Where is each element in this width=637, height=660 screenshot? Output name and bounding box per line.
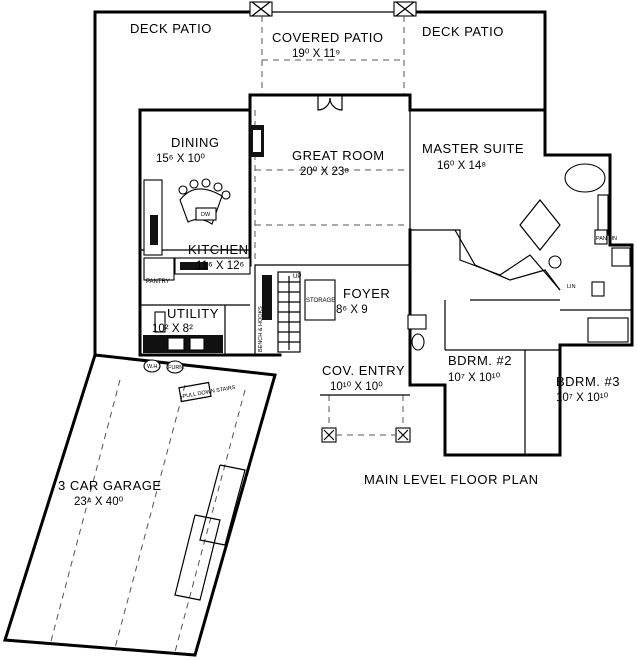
room-dim-foyer: 8⁶ X 9: [336, 304, 368, 316]
room-dim-utility: 10² X 8²: [152, 323, 193, 335]
kitchen-island: [178, 178, 231, 225]
patio-doors: [317, 95, 343, 111]
room-name-deck-patio-left: DECK PATIO: [130, 21, 212, 36]
hall-bath: [407, 314, 629, 351]
label-storage: STORAGE: [306, 298, 335, 304]
room-name-cov-entry: COV. ENTRY: [322, 363, 405, 378]
room-name-garage: 3 CAR GARAGE: [58, 478, 162, 493]
label-pan-lin: PAN LIN: [596, 236, 617, 242]
openings: [254, 110, 410, 265]
label-pantry: PANTRY: [146, 279, 170, 285]
fireplace: [250, 125, 264, 157]
room-name-foyer: FOYER: [343, 286, 390, 301]
room-dim-bdrm3: 10⁷ X 10¹⁰: [556, 392, 609, 404]
label-up: UP: [293, 274, 301, 280]
label-bench: BENCH & HOOKS: [258, 306, 264, 352]
room-name-utility: UTILITY: [167, 306, 219, 321]
house-walls: [138, 93, 634, 457]
plan-title: MAIN LEVEL FLOOR PLAN: [364, 472, 539, 487]
garage-walls: [3, 353, 277, 657]
room-name-dining: DINING: [171, 135, 220, 150]
utility-fixtures: [143, 311, 223, 353]
room-name-bdrm3: BDRM. #3: [556, 374, 620, 389]
room-dim-covered-patio: 19⁰ X 11⁹: [292, 48, 340, 60]
label-dw: DW: [201, 212, 211, 218]
room-dim-cov-entry: 10¹⁰ X 10⁰: [330, 381, 383, 393]
room-name-covered-patio: COVERED PATIO: [272, 30, 383, 45]
room-dim-kitchen: 11⁶ X 12⁶: [196, 260, 245, 272]
master-bath: [519, 163, 631, 297]
room-dim-dining: 15⁶ X 10⁰: [156, 153, 205, 165]
deck-outline: [93, 10, 547, 357]
label-wh: W.H.: [147, 364, 159, 370]
label-lin: LIN: [567, 284, 576, 290]
covered-patio-structure: [249, 1, 417, 95]
room-name-bdrm2: BDRM. #2: [448, 353, 512, 368]
label-furn: FURN.: [168, 365, 185, 371]
room-dim-bdrm2: 10⁷ X 10¹⁰: [448, 372, 501, 384]
room-dim-master-suite: 16⁰ X 14⁸: [437, 160, 486, 172]
kitchen-counters: [143, 179, 251, 281]
room-dim-garage: 23⁴ X 40⁰: [74, 496, 124, 508]
stairs: [262, 271, 336, 353]
cov-entry-structure: [320, 394, 411, 443]
room-dim-great-room: 20⁰ X 23⁸: [300, 166, 349, 178]
room-name-kitchen: KITCHEN: [188, 242, 249, 257]
room-name-master-suite: MASTER SUITE: [422, 141, 524, 156]
room-name-great-room: GREAT ROOM: [292, 148, 385, 163]
room-name-deck-patio-right: DECK PATIO: [422, 24, 504, 39]
